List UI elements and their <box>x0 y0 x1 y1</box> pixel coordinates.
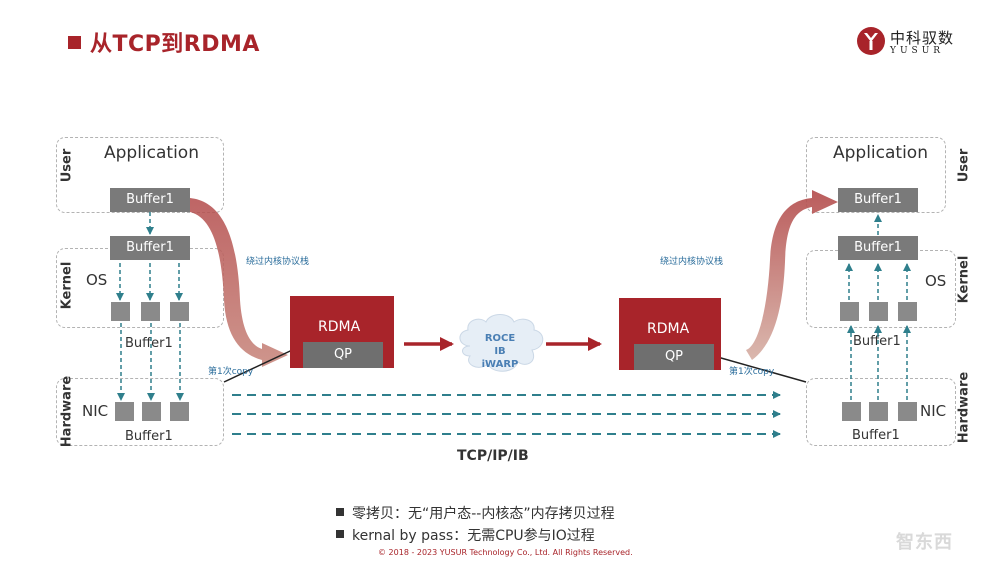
network-roce-label: ROCE <box>484 333 516 344</box>
network-ib-label: IB <box>494 346 506 357</box>
right-kernel-block <box>898 302 917 321</box>
logo-chinese-name: 中科驭数 <box>890 29 955 47</box>
left-kernel-block <box>170 302 189 321</box>
right-qp: QP <box>634 344 714 370</box>
right-nic-buffer-label: Buffer1 <box>852 428 900 443</box>
right-kernel-buffer-label: Buffer1 <box>853 334 901 349</box>
right-bypass-note: 绕过内核协议栈 <box>660 257 724 267</box>
right-bypass-sweep-arrow <box>746 190 838 360</box>
right-user-buffer: Buffer1 <box>838 188 918 212</box>
left-nic-label: NIC <box>82 402 109 420</box>
protocol-label: TCP/IP/IB <box>457 448 529 464</box>
right-copy-note: 第1次copy <box>729 367 775 377</box>
page-title: 从TCP到RDMA <box>90 32 260 57</box>
left-nic-buffer-label: Buffer1 <box>125 429 173 444</box>
right-nic-block <box>898 402 917 421</box>
left-copy-note: 第1次copy <box>208 367 254 377</box>
right-nic-block <box>869 402 888 421</box>
right-nic-label: NIC <box>920 402 947 420</box>
right-rdma-label: RDMA <box>647 321 690 337</box>
bullet-square <box>336 508 344 516</box>
network-iwarp-label: iWARP <box>481 359 519 370</box>
left-qp-to-nic-line <box>223 344 304 383</box>
right-kernel-buffer: Buffer1 <box>838 236 918 260</box>
right-user-space <box>806 137 946 213</box>
left-nic-block <box>115 402 134 421</box>
bullet-kernel-bypass-text: kernal by pass：无需CPU参与IO过程 <box>352 528 595 544</box>
right-qp-to-nic-line <box>713 355 807 383</box>
right-application-label: Application <box>833 143 928 163</box>
left-user-buffer: Buffer1 <box>110 188 190 212</box>
logo-english-name: YUSUR <box>890 46 945 56</box>
left-qp: QP <box>303 342 383 368</box>
right-kernel-block <box>869 302 888 321</box>
bullet-zero-copy: 零拷贝：无“用户态--内核态”内存拷贝过程 <box>336 503 615 523</box>
copyright-footer: © 2018 - 2023 YUSUR Technology Co., Ltd.… <box>378 548 633 557</box>
left-os-label: OS <box>86 271 108 289</box>
left-rdma-label: RDMA <box>318 319 361 335</box>
left-bypass-sweep-arrow <box>190 198 288 367</box>
bullet-zero-copy-text: 零拷贝：无“用户态--内核态”内存拷贝过程 <box>352 506 615 522</box>
right-os-label: OS <box>925 272 947 290</box>
left-kernel-block <box>141 302 160 321</box>
bullet-square <box>336 530 344 538</box>
left-application-label: Application <box>104 143 199 163</box>
right-kernel-block <box>840 302 859 321</box>
left-hardware-space <box>56 378 224 446</box>
network-cloud-icon <box>459 314 544 372</box>
watermark: 智东西 <box>896 532 953 553</box>
left-nic-block <box>170 402 189 421</box>
title-bullet <box>68 36 81 49</box>
left-user-space <box>56 137 224 213</box>
bullet-kernel-bypass: kernal by pass：无需CPU参与IO过程 <box>336 525 595 545</box>
right-nic-block <box>842 402 861 421</box>
left-bypass-note: 绕过内核协议栈 <box>246 257 310 267</box>
left-kernel-buffer: Buffer1 <box>110 236 190 260</box>
left-kernel-block <box>111 302 130 321</box>
left-kernel-buffer-label: Buffer1 <box>125 336 173 351</box>
left-nic-block <box>142 402 161 421</box>
yusur-logo-icon <box>857 27 885 55</box>
right-hardware-space <box>806 378 956 446</box>
